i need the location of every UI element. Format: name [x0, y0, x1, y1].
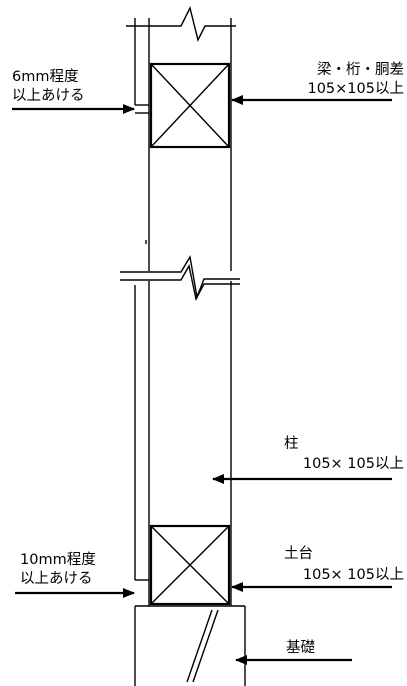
labels: 6mm程度 以上あける 梁・桁・胴差 105×105以上 柱 105× 105以… [12, 61, 404, 656]
post-label-line1: 柱 [284, 435, 299, 452]
gap-bottom-label-line1: 10mm程度 [20, 551, 96, 568]
foundation-label: 基礎 [286, 639, 315, 656]
post [148, 18, 232, 606]
sill-label-line1: 土台 [284, 545, 313, 562]
gap-bottom-label-line2: 以上あける [20, 570, 93, 587]
gap-top-label-line2: 以上あける [12, 87, 85, 104]
beam-label-line1: 梁・桁・胴差 [317, 61, 404, 78]
middle-break-line [120, 255, 240, 302]
siding-board [134, 18, 149, 581]
sill-box [149, 524, 231, 606]
sill-label-line2: 105× 105以上 [303, 566, 404, 583]
gap-top-label-line1: 6mm程度 [12, 68, 78, 85]
top-break-line [126, 5, 236, 43]
leader-arrows [12, 95, 392, 665]
beam-label-line2: 105×105以上 [307, 80, 404, 97]
foundation [134, 605, 246, 686]
beam-box [149, 62, 231, 149]
post-label-line2: 105× 105以上 [303, 455, 404, 472]
